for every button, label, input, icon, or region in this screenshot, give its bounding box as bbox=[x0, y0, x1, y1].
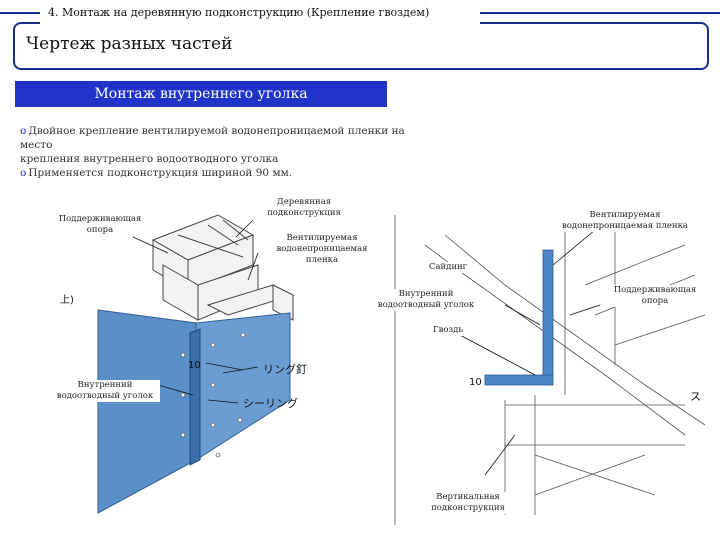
header-rule-left bbox=[0, 12, 40, 14]
title-frame-gap bbox=[40, 20, 480, 26]
right-section-diagram: 10 ス bbox=[394, 215, 706, 525]
label-corner-left: Внутренний водоотводный уголок bbox=[50, 380, 160, 402]
label-vertical-subframe: Вертикальная подконструкция bbox=[430, 492, 506, 514]
corner-flashing-vertical bbox=[542, 249, 554, 381]
dim-10-right: 10 bbox=[469, 377, 482, 388]
label-siding: Сайдинг bbox=[428, 262, 468, 273]
header-rule-right bbox=[480, 12, 720, 14]
dim-10-left: 10 bbox=[188, 360, 201, 371]
label-membrane-left: Вентилируемая водонепроницаемая пленка bbox=[260, 233, 384, 266]
label-membrane-right: Вентилируемая водонепроницаемая пленка bbox=[560, 210, 690, 232]
mark-edge: ス bbox=[690, 390, 701, 403]
section-banner: Монтаж внутреннего уголка bbox=[15, 81, 387, 107]
label-support-left: Поддерживающая опора bbox=[54, 214, 146, 236]
membrane-panel-left bbox=[97, 309, 197, 514]
bullet-marker: o bbox=[20, 125, 27, 137]
nail-dots bbox=[180, 332, 246, 458]
corner-flashing bbox=[189, 328, 201, 466]
left-corner-diagram: 10 上) リング釘 シーリング bbox=[60, 214, 307, 514]
label-wood-subframe: Деревянная подконструкция bbox=[256, 197, 352, 219]
page-title: Чертеж разных частей bbox=[26, 34, 233, 54]
bullet-1-line-1: Двойное крепление вентилируемой водонепр… bbox=[20, 125, 405, 151]
jp-sealing-label: シーリング bbox=[243, 396, 298, 410]
mark-upper: 上) bbox=[60, 294, 74, 306]
label-nail: Гвоздь bbox=[428, 325, 468, 336]
label-corner-right: Внутренний водоотводный уголок bbox=[376, 289, 476, 311]
wood-framing bbox=[151, 214, 295, 321]
leader-lines bbox=[132, 219, 259, 404]
header-note: 4. Монтаж на деревянную подконструкцию (… bbox=[48, 6, 430, 19]
corner-flashing-horizontal bbox=[484, 374, 554, 386]
bullet-2-text: Применяется подконструкция шириной 90 мм… bbox=[28, 167, 293, 179]
bullet-marker: o bbox=[20, 167, 27, 179]
bullet-1-line-2: крепления внутреннего водоотводного угол… bbox=[20, 153, 279, 165]
jp-ring-nail-label: リング釘 bbox=[263, 362, 307, 376]
label-support-right: Поддерживающая опора bbox=[600, 285, 710, 307]
